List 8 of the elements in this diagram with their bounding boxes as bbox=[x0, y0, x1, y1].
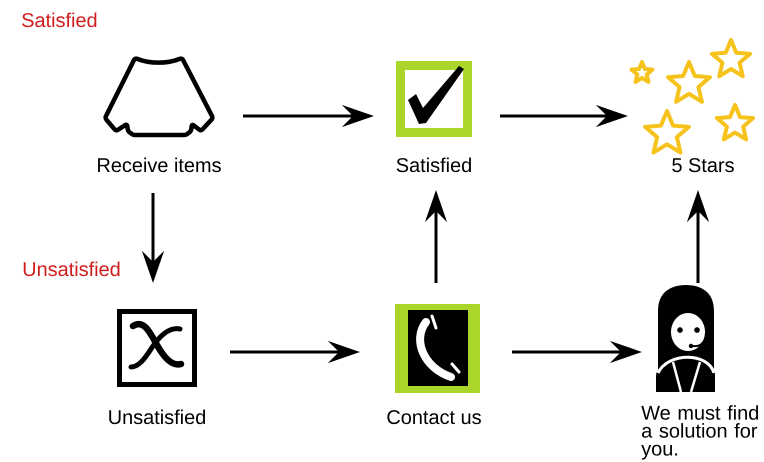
step-label: Unsatisfied bbox=[109, 410, 205, 424]
step-label: 5 Stars bbox=[672, 158, 734, 172]
section-label: Satisfied bbox=[22, 12, 96, 28]
step-label: Satisfied bbox=[396, 158, 471, 172]
step-label: Contact us bbox=[387, 410, 481, 424]
step-label: Receive items bbox=[98, 158, 221, 172]
section-label: Unsatisfied bbox=[24, 262, 120, 276]
step-label: We must find a solution for you. bbox=[641, 405, 758, 460]
